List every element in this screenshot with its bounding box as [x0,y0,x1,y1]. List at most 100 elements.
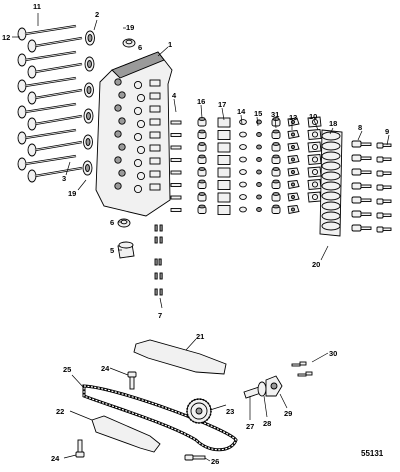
valve-keeper [256,157,262,162]
cam-lobe [321,151,341,161]
cam-lobe [321,171,341,181]
callout-19-top: 19 [126,23,134,32]
callout-20: 20 [312,260,320,269]
rocker-arm [287,192,300,202]
timing-chain-25 [82,384,238,452]
exhaust-valve [27,88,83,105]
valve-keeper [256,132,262,137]
head-port [114,156,122,164]
head-port [114,182,122,190]
head-port [114,78,122,86]
cam-lobe [321,181,341,191]
seal-5 [117,241,135,259]
dowel-pin [159,272,163,280]
callout-2: 2 [95,10,99,19]
valve-seat [82,160,93,176]
intake-valve [17,102,77,119]
callout-28: 28 [263,419,271,428]
callout-30: 30 [329,349,337,358]
callout-25: 25 [63,365,71,374]
callout-6-mid: 6 [110,218,114,227]
bolt-24-upper [127,371,137,390]
cam-lobe [321,201,341,211]
valve-guide [170,145,182,150]
rocker-arm [287,130,300,140]
head-boss [149,170,161,178]
head-port [136,93,146,103]
valve-keeper [256,144,262,150]
cap-bolt [376,198,392,205]
cam-bearing-cap [307,154,322,165]
rocker-arm [287,142,300,152]
rocker-arm [287,155,300,165]
dowel-pin [154,272,158,280]
intake-valve [17,154,77,171]
cam-bearing-cap [307,191,322,203]
tensioner-29 [265,375,283,397]
head-boss [149,157,161,165]
dowel-pin [159,236,163,244]
valve-keeper [256,182,262,187]
rocker-arm [287,167,300,177]
valve-seat [83,134,93,150]
camshaft [319,129,343,237]
head-boss [149,105,161,113]
spring-retainer [239,144,247,150]
cam-bearing-cap [307,179,322,190]
lash-adjuster [271,142,281,152]
lash-adjuster [271,204,281,214]
bolt-26 [184,454,206,461]
head-port [114,104,122,112]
head-port [136,171,146,181]
dowel-pin [159,224,163,232]
bolt-24-lower [75,439,85,458]
valve-guide [170,133,182,137]
intake-valve [17,50,77,67]
dowel-pin [158,258,162,266]
lash-adjuster [271,192,281,202]
dowel-pin [154,224,158,232]
valve-spring [217,192,231,203]
valve-stem-seal [197,142,207,152]
cylinder-head [95,51,173,217]
dowel-pins [154,224,163,296]
valve-spring [217,142,231,153]
spring-retainer [239,169,247,175]
dowel-pin [154,288,158,296]
exhaust-valve [27,166,83,183]
seal-6-lower [117,218,131,228]
callout-4: 4 [172,91,177,100]
lash-adjuster [271,129,281,139]
valve-seat [83,108,94,124]
callout-8: 8 [358,123,362,132]
callout-19-bottom: 19 [68,189,76,198]
head-port [136,119,146,129]
cap-bolt [376,226,392,233]
callout-5: 5 [110,246,114,255]
cap-bolt [351,168,372,176]
valve-keeper [256,194,262,200]
valve-keeper [256,207,262,212]
cam-bearing-cap [307,166,322,178]
valve-spring [217,180,231,190]
valve-guide [170,183,182,187]
valve-spring [217,155,231,165]
callout-11: 11 [33,2,41,11]
spring-retainer [239,206,247,213]
valve-seat [85,30,95,46]
head-port [133,184,143,194]
sprocket-23 [186,398,212,424]
callout-26: 26 [211,457,219,466]
callout-9: 9 [385,127,389,136]
dowel-pin [154,236,158,244]
valve-guide [170,195,182,200]
head-port [118,117,126,125]
chain-guide-21 [133,339,227,375]
cam-bearing-cap [307,141,322,153]
head-boss [149,118,161,126]
lash-adjuster [271,154,281,164]
callout-27: 27 [246,422,254,431]
washer-28 [257,381,267,397]
callout-13: 13 [289,113,297,122]
callout-18: 18 [329,119,337,128]
